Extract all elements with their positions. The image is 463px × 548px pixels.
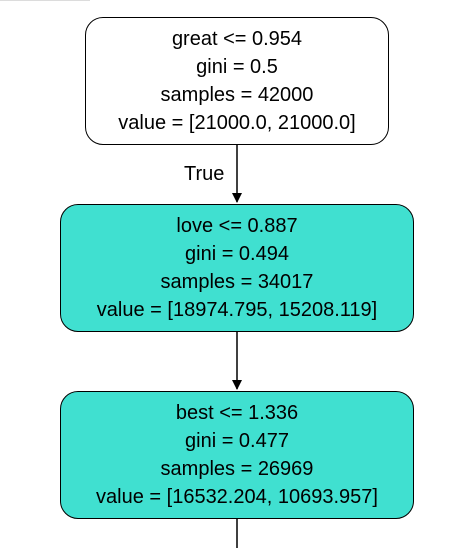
node-condition: best <= 1.336 — [175, 402, 299, 424]
node-samples: samples = 42000 — [160, 84, 314, 106]
node-samples: samples = 34017 — [160, 271, 314, 293]
node-gini: gini = 0.494 — [185, 243, 289, 265]
node-value: value = [21000.0, 21000.0] — [118, 112, 356, 134]
node-condition: love <= 0.887 — [176, 215, 298, 237]
edge-label-true: True — [184, 163, 225, 185]
node-value: value = [16532.204, 10693.957] — [96, 486, 378, 508]
node-gini: gini = 0.477 — [185, 430, 289, 452]
divider — [0, 0, 90, 1]
tree-node-root: great <= 0.954 gini = 0.5 samples = 4200… — [85, 17, 389, 145]
node-samples: samples = 26969 — [160, 458, 314, 480]
node-condition: great <= 0.954 — [171, 28, 303, 50]
tree-node-2: love <= 0.887 gini = 0.494 samples = 340… — [60, 204, 414, 332]
node-value: value = [18974.795, 15208.119] — [96, 299, 378, 321]
tree-node-3: best <= 1.336 gini = 0.477 samples = 269… — [60, 391, 414, 519]
node-gini: gini = 0.5 — [196, 56, 278, 78]
